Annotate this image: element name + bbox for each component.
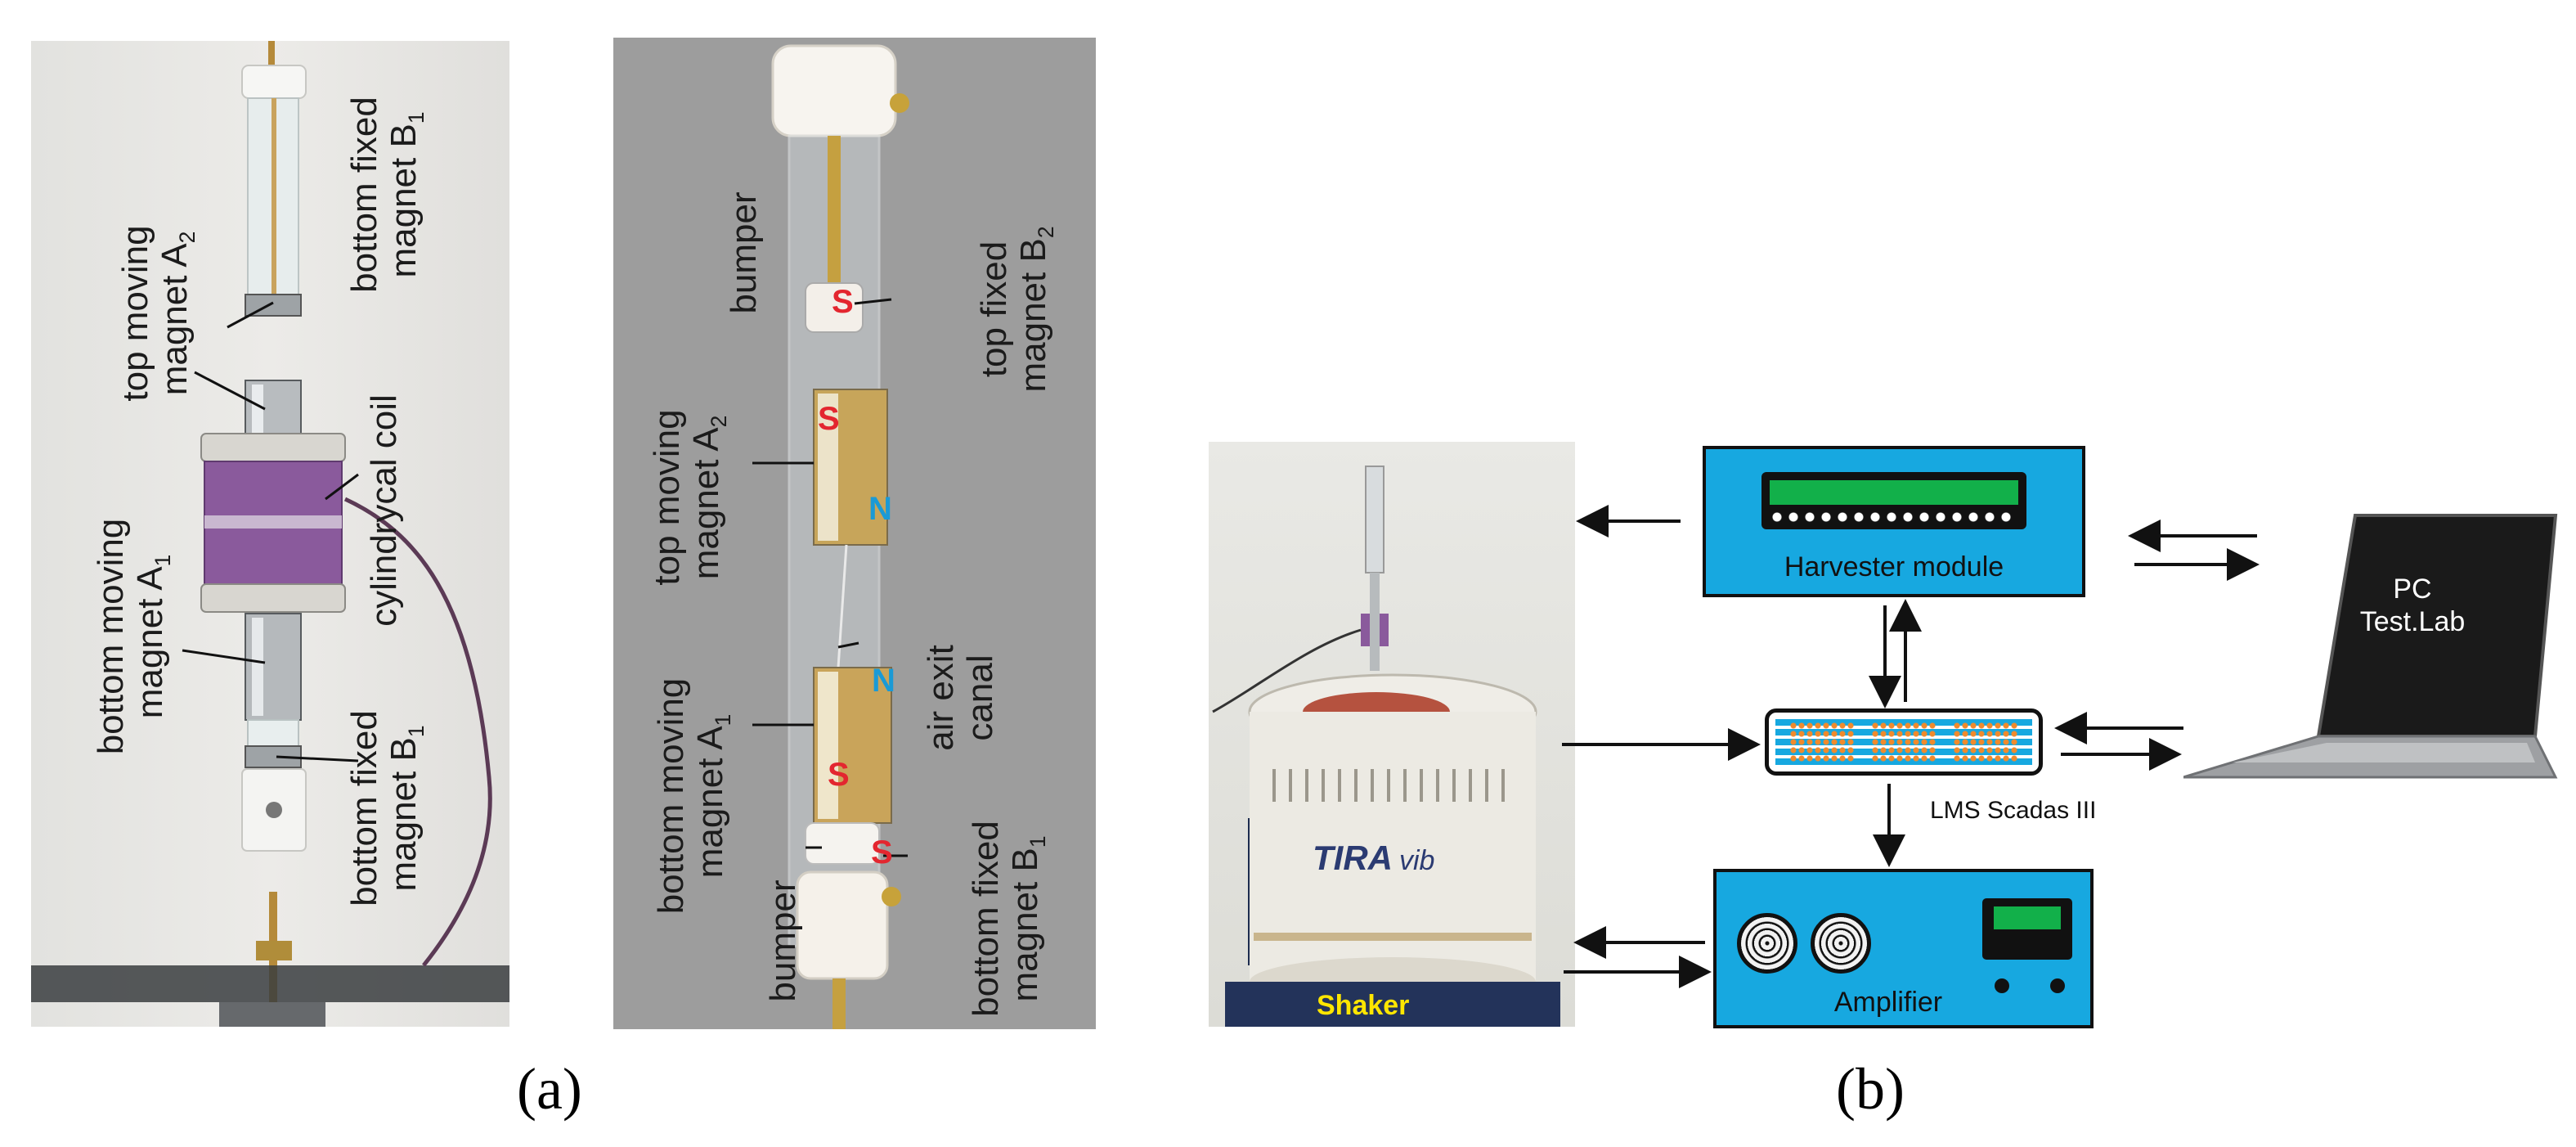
pole-s-top-moving: S (818, 401, 840, 437)
amplifier-knob-2 (2050, 978, 2065, 993)
shaker-drawing (1212, 466, 1560, 1027)
photo-shaker (1209, 442, 1575, 1027)
scadas-channels-3 (1954, 722, 2017, 762)
fan-icon-1 (1737, 913, 1797, 974)
amplifier-display-screen (1994, 906, 2061, 929)
caption-a: (a) (517, 1056, 582, 1122)
harvester-module-label: Harvester module (1784, 551, 2004, 582)
harvester-tube-drawing (752, 44, 909, 1029)
scadas-channels-1 (1790, 722, 1854, 762)
pole-n-bottom-moving: N (872, 663, 895, 699)
pole-n-top-moving: N (868, 491, 892, 527)
harvester-module-box: Harvester module (1703, 446, 2085, 597)
harvester-led-row (1771, 511, 2017, 523)
pole-s-bottom-fixed: S (871, 834, 893, 870)
harvester-assembled-drawing (31, 41, 509, 1027)
scadas-box (1765, 708, 2043, 776)
scadas-label: LMS Scadas III (1930, 797, 2097, 824)
harvester-display (1761, 472, 2026, 529)
amplifier-box: Amplifier (1713, 869, 2094, 1028)
fan-icon-2 (1811, 913, 1871, 974)
photo-harvester-tube (613, 38, 1096, 1029)
laptop-icon (2183, 514, 2558, 779)
harvester-display-screen (1770, 480, 2018, 505)
shaker-label: Shaker (1317, 990, 1410, 1021)
caption-b: (b) (1836, 1056, 1905, 1122)
scadas-channels-2 (1872, 722, 1936, 762)
pole-s-bottom-moving: S (828, 757, 850, 793)
amplifier-display (1982, 898, 2072, 960)
photo-harvester-assembled (31, 41, 509, 1027)
amplifier-label: Amplifier (1833, 987, 1943, 1018)
scadas-inner (1775, 719, 2032, 765)
pole-s-top-fixed: S (832, 284, 854, 320)
pc-label: PC Test.Lab (2359, 574, 2466, 637)
amplifier-knob-1 (1995, 978, 2009, 993)
